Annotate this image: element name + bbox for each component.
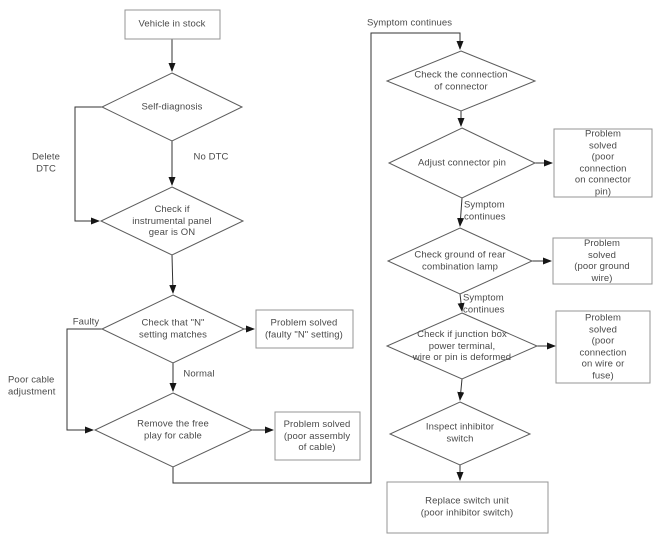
instrument-panel-diamond xyxy=(99,186,245,256)
junction-box-label: Check if junction box power terminal, wi… xyxy=(412,328,512,363)
problem-solved-wire-fuse-box xyxy=(555,310,651,384)
adjust-pin-label: Adjust connector pin xyxy=(417,157,507,169)
normal-label: Normal xyxy=(183,368,215,380)
ground-lamp-diamond xyxy=(386,227,534,295)
no-dtc-label: No DTC xyxy=(193,151,229,163)
free-play-label: Remove the free play for cable xyxy=(137,418,209,442)
free-play-diamond xyxy=(93,392,254,468)
ground-lamp-label: Check ground of rear combination lamp xyxy=(414,249,506,273)
faulty-label: Faulty xyxy=(72,316,100,328)
edge-symptomcontinues-long xyxy=(172,32,464,484)
replace-switch-unit-box xyxy=(386,481,549,534)
problem-solved-connector-pin-label: Problem solved (poor connection on conne… xyxy=(574,128,632,198)
poor-cable-adjustment-label: Poor cable adjustment xyxy=(8,374,56,398)
problem-solved-connector-pin-box xyxy=(553,128,653,198)
problem-solved-wire-fuse-label: Problem solved (poor connection on wire … xyxy=(579,312,627,382)
junction-box-diamond xyxy=(385,312,539,380)
edge-panel-to-nsetting xyxy=(169,254,177,294)
vehicle-in-stock-label: Vehicle in stock xyxy=(138,18,206,30)
vehicle-in-stock-box xyxy=(124,9,221,40)
delete-dtc-label: Delete DTC xyxy=(31,151,61,175)
self-diagnosis-diamond xyxy=(100,72,244,142)
symptom-continues-mid2-label: Symptom continues xyxy=(463,292,505,316)
problem-solved-n-setting-box xyxy=(255,309,354,349)
problem-solved-cable-box xyxy=(274,411,361,461)
edge-deletedtc-loop xyxy=(74,106,102,225)
inspect-switch-label: Inspect inhibitor switch xyxy=(425,421,495,445)
adjust-pin-diamond xyxy=(387,127,537,199)
n-setting-label: Check that "N" setting matches xyxy=(138,317,208,341)
check-connector-diamond xyxy=(385,50,537,112)
problem-solved-ground-wire-label: Problem solved (poor ground wire) xyxy=(574,238,630,284)
symptom-continues-mid1-label: Symptom continues xyxy=(464,199,506,223)
problem-solved-n-setting-label: Problem solved (faulty "N" setting) xyxy=(265,317,343,341)
symptom-continues-top-label: Symptom continues xyxy=(367,17,453,29)
replace-switch-unit-label: Replace switch unit (poor inhibitor swit… xyxy=(420,495,514,519)
edge-poorcable-loop xyxy=(66,328,102,434)
edge-junctionbox-to-inspect xyxy=(457,378,465,401)
check-connector-label: Check the connection of connector xyxy=(414,69,508,93)
instrument-panel-label: Check if instrumental panel gear is ON xyxy=(132,203,212,238)
problem-solved-cable-label: Problem solved (poor assembly of cable) xyxy=(283,418,351,453)
edge-adjustpin-to-groundlamp xyxy=(457,197,465,227)
edge-groundlamp-to-junctionbox xyxy=(457,293,465,312)
inspect-switch-diamond xyxy=(388,401,532,466)
n-setting-diamond xyxy=(100,294,246,364)
self-diagnosis-label: Self-diagnosis xyxy=(141,101,203,113)
problem-solved-ground-wire-box xyxy=(552,237,653,285)
